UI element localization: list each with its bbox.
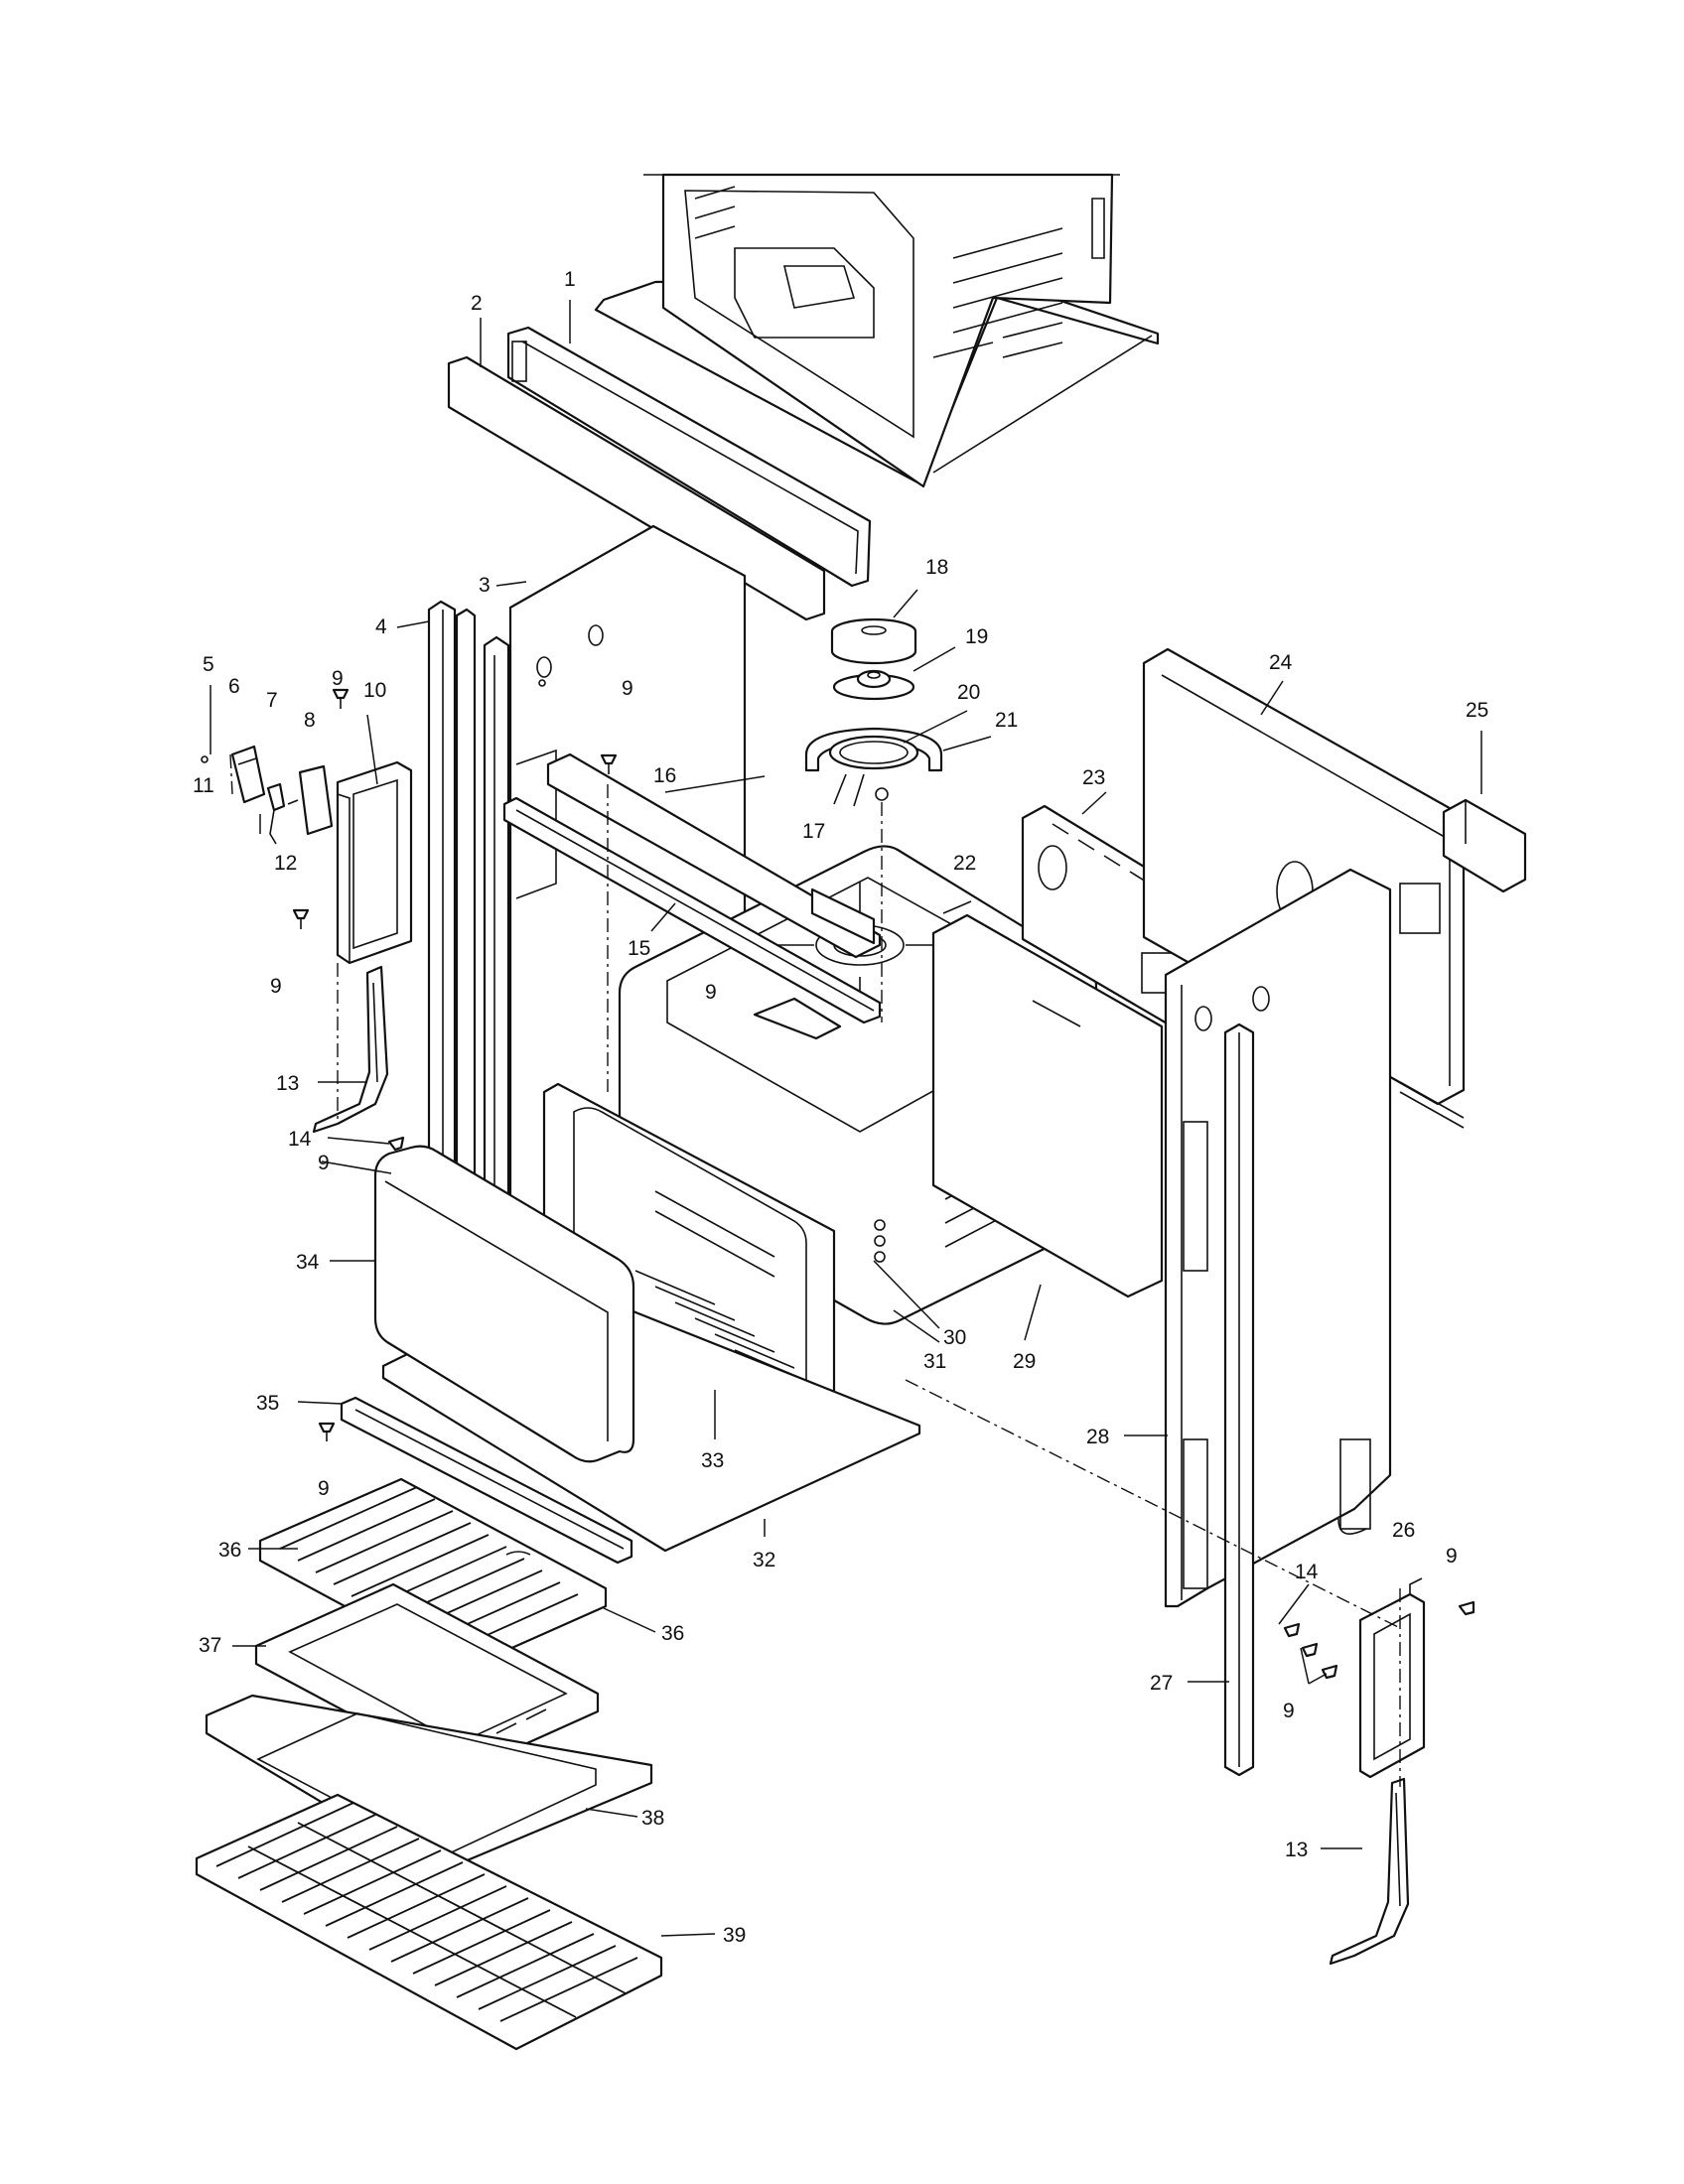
hinge-bracket-right: [1358, 1577, 1426, 1779]
burner-head: [832, 669, 915, 701]
screw-12: [287, 799, 299, 805]
callout-10: 10: [363, 679, 386, 702]
callout-4: 4: [375, 615, 387, 638]
assembly-lines: [229, 753, 1401, 1787]
callout-9g: 9: [1446, 1545, 1458, 1568]
callout-24: 24: [1269, 651, 1293, 674]
callout-38: 38: [641, 1807, 664, 1830]
callout-30: 30: [943, 1326, 966, 1349]
burner-cap: [830, 617, 917, 665]
callout-34: 34: [296, 1251, 320, 1274]
oven-rack-lower: [195, 1793, 663, 2051]
burner-base: [804, 727, 943, 807]
callout-5: 5: [203, 653, 214, 676]
callout-26: 26: [1392, 1519, 1415, 1542]
callout-12: 12: [274, 852, 297, 875]
callout-36a: 36: [218, 1539, 241, 1562]
callout-19: 19: [965, 625, 988, 648]
screw-11: [201, 755, 209, 763]
clip-7-part: [266, 782, 286, 845]
door-gasket: [373, 1145, 635, 1463]
callout-15: 15: [628, 937, 650, 960]
callout-36b: 36: [661, 1622, 684, 1645]
callout-25: 25: [1466, 699, 1488, 722]
hinge-bracket-left: [336, 760, 413, 965]
callout-32: 32: [753, 1549, 775, 1571]
callout-13a: 13: [276, 1072, 299, 1095]
callout-17: 17: [802, 820, 825, 843]
callout-7: 7: [266, 689, 278, 712]
callout-14b: 14: [1295, 1561, 1319, 1583]
vent-channel: [502, 752, 882, 1024]
callout-29: 29: [1013, 1350, 1036, 1373]
callout-35: 35: [256, 1392, 279, 1415]
callout-8: 8: [304, 709, 316, 732]
callout-33: 33: [701, 1449, 724, 1472]
callout-13b: 13: [1285, 1839, 1308, 1861]
callout-11: 11: [193, 774, 214, 797]
door-trim: [340, 1396, 633, 1565]
top-trim-panel: [447, 355, 826, 621]
callout-28: 28: [1086, 1426, 1109, 1448]
callout-39: 39: [723, 1924, 746, 1947]
callout-2: 2: [471, 292, 483, 315]
top-trim-frame: [506, 326, 872, 588]
callout-1: 1: [564, 268, 576, 291]
access-plate: [1442, 798, 1527, 893]
callout-9a: 9: [332, 667, 344, 690]
callout-21: 21: [995, 709, 1018, 732]
callout-3: 3: [479, 574, 491, 597]
callout-9f: 9: [318, 1477, 330, 1500]
leader-lines: [210, 300, 1482, 1937]
right-side-panel: [1164, 868, 1392, 1608]
callout-14a: 14: [288, 1128, 312, 1151]
callout-27: 27: [1150, 1672, 1173, 1695]
bracket-plate: [298, 764, 334, 836]
hinge-right: [1329, 1777, 1410, 1966]
callout-9d: 9: [705, 981, 717, 1004]
callout-9c: 9: [270, 975, 282, 998]
back-insulation: [931, 913, 1164, 1298]
callout-37: 37: [199, 1634, 221, 1657]
broiler-tray: [753, 997, 842, 1040]
callout-6: 6: [228, 675, 240, 698]
callout-18: 18: [925, 556, 948, 579]
callout-31: 31: [923, 1350, 946, 1373]
hinge-left: [312, 965, 389, 1134]
callout-16: 16: [653, 764, 676, 787]
front-rail-left: [427, 600, 477, 1283]
callout-23: 23: [1082, 766, 1105, 789]
callout-9h: 9: [1283, 1700, 1295, 1722]
clip-5-part: [230, 745, 266, 804]
callout-9b: 9: [622, 677, 633, 700]
callouts: 1 2 3 4 5 6 7 8 9 9 9 9 9 9 9 9 10 11 12…: [193, 268, 1488, 1947]
front-rail-right: [1223, 1023, 1255, 1777]
callout-9e: 9: [318, 1152, 330, 1174]
callout-20: 20: [957, 681, 980, 704]
callout-22: 22: [953, 852, 976, 875]
outer-oven-housing: [594, 173, 1160, 488]
